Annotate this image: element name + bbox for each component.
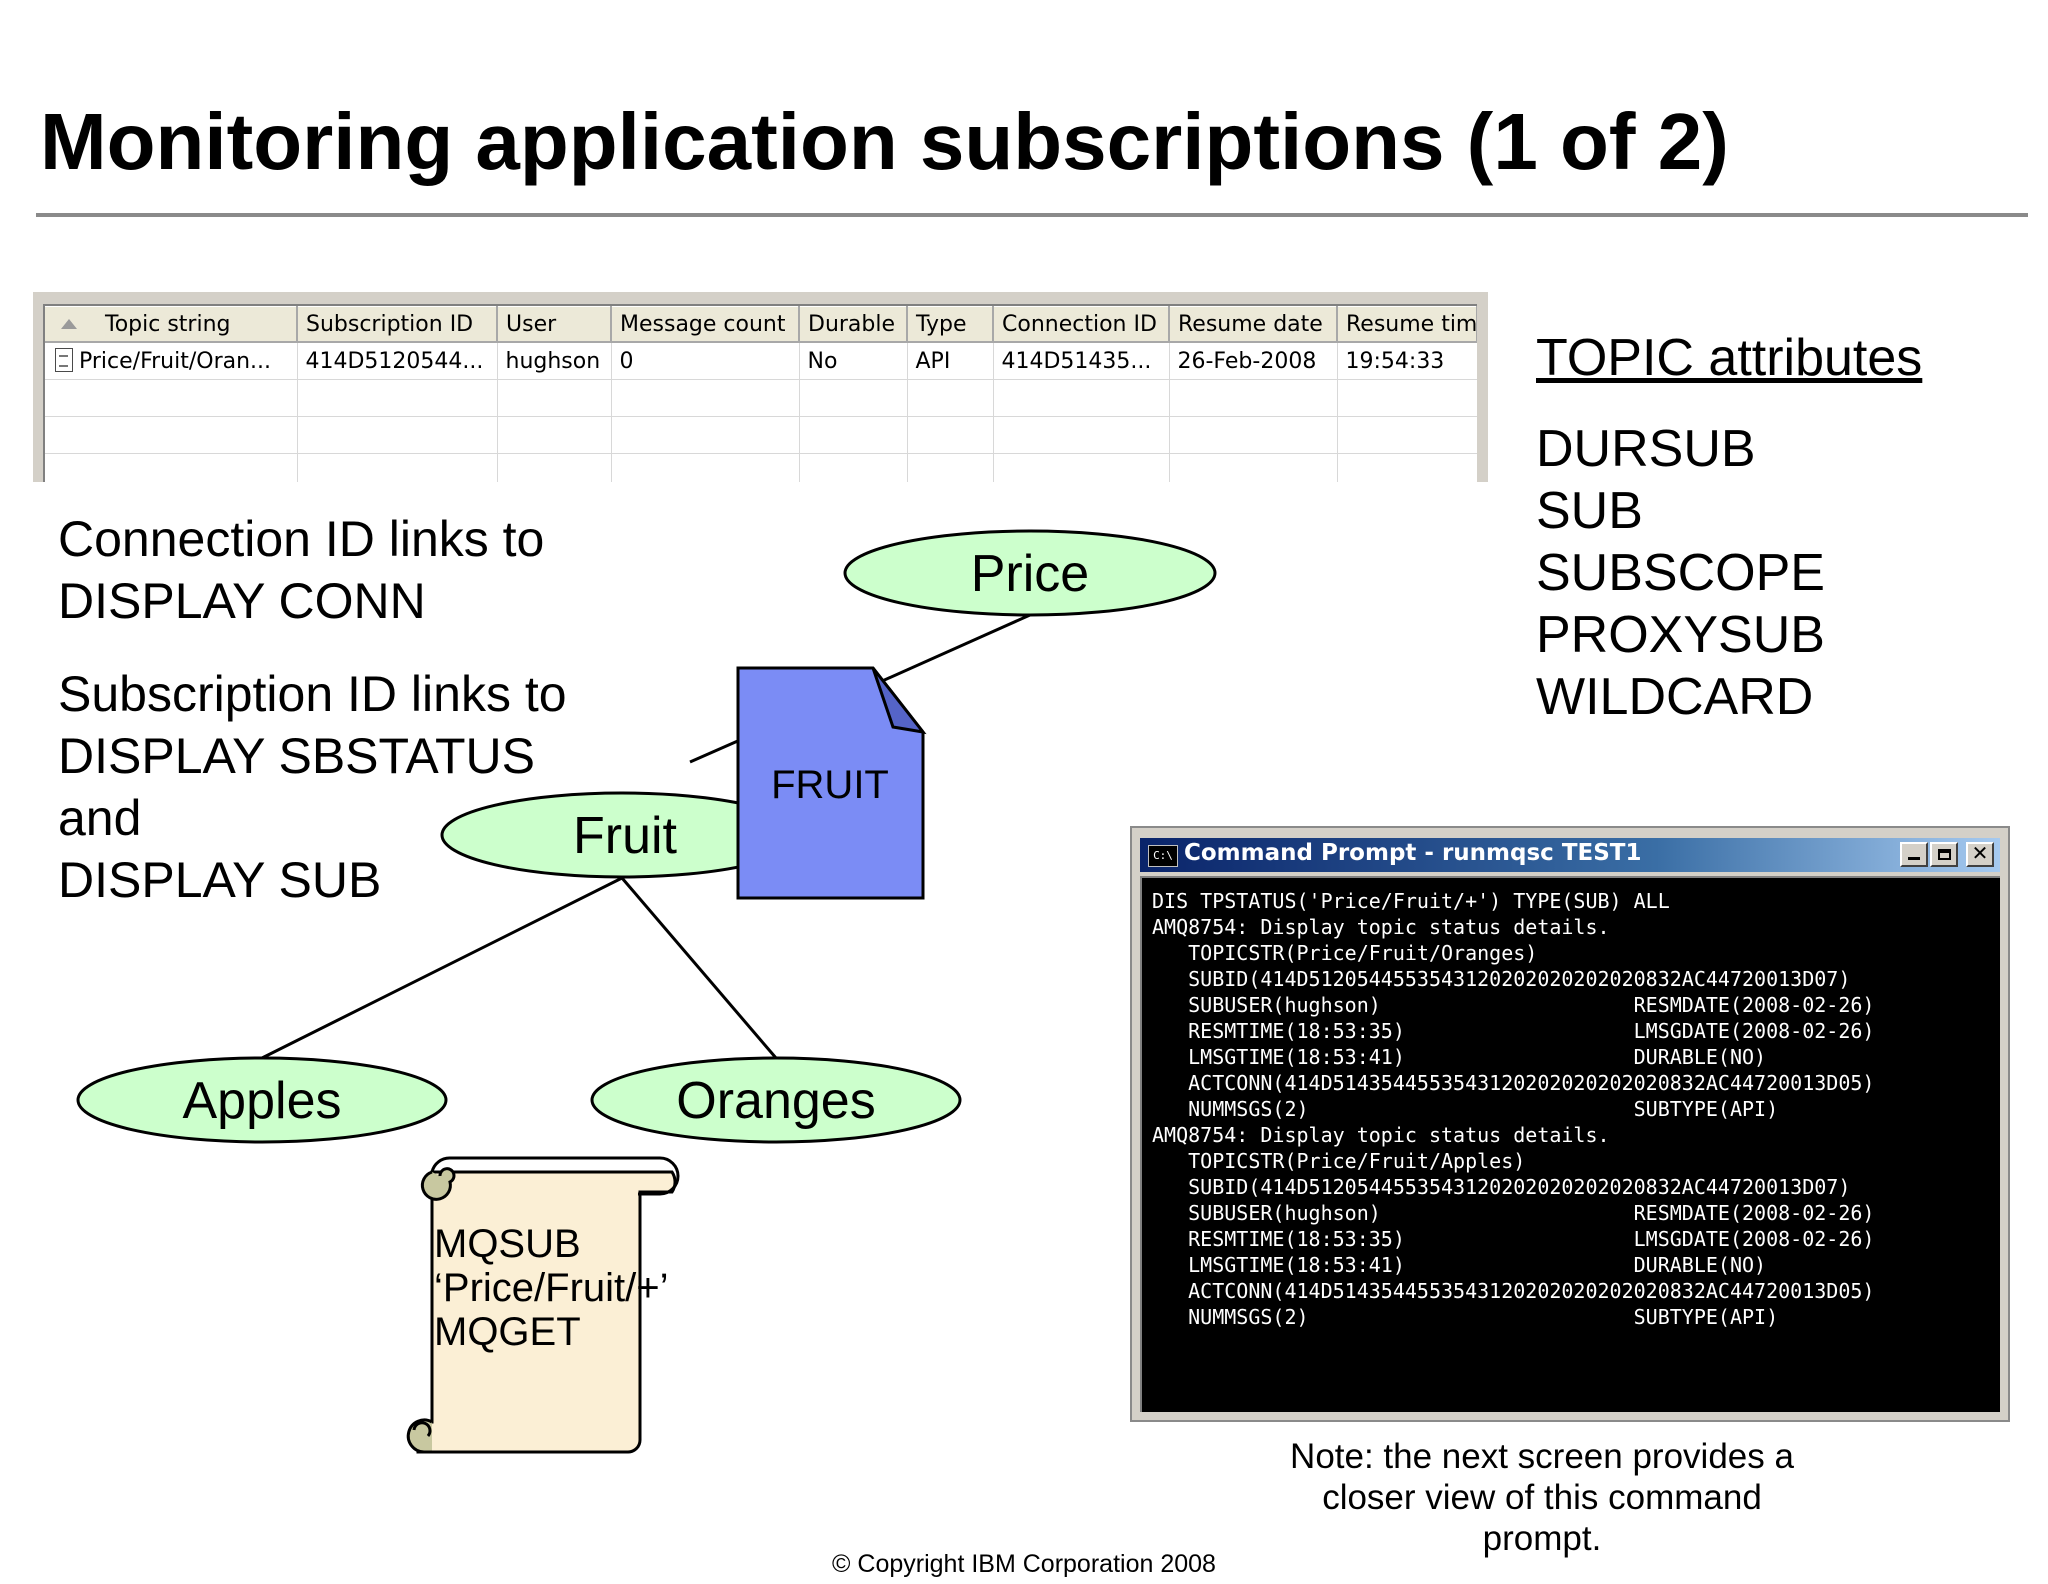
column-header-subscription-id[interactable]: Subscription ID — [297, 306, 498, 343]
close-icon: ✕ — [1971, 841, 1989, 865]
topic-attributes-list: DURSUB SUB SUBSCOPE PROXYSUB WILDCARD — [1536, 418, 1825, 728]
topic-attribute-item: SUBSCOPE — [1536, 544, 1825, 602]
topic-node-price-label: Price — [971, 545, 1089, 603]
console-line: LMSGTIME(18:53:41) DURABLE(NO) — [1188, 1253, 1767, 1277]
column-header-type[interactable]: Type — [907, 306, 994, 343]
table-row-empty — [45, 416, 1477, 454]
topic-node-price — [843, 529, 1217, 617]
sort-ascending-icon — [61, 318, 77, 329]
copyright-notice: © Copyright IBM Corporation 2008 — [832, 1550, 1216, 1578]
console-line: SUBUSER(hughson) RESMDATE(2008-02-26) — [1188, 1201, 1875, 1225]
fruit-topic-document-icon — [736, 666, 925, 900]
table-cell-topic-string: Price/Fruit/Oran... — [45, 342, 298, 380]
command-prompt-icon: C:\ — [1148, 845, 1178, 867]
command-prompt-console[interactable]: DIS TPSTATUS('Price/Fruit/+') TYPE(SUB) … — [1140, 876, 2000, 1412]
console-line: DIS TPSTATUS('Price/Fruit/+') TYPE(SUB) … — [1152, 889, 1670, 913]
column-header-connection-id[interactable]: Connection ID — [993, 306, 1170, 343]
connection-id-note: Connection ID links to DISPLAY CONN — [58, 511, 545, 629]
maximize-button[interactable] — [1930, 842, 1958, 867]
edge-price-document — [879, 613, 1031, 684]
topic-node-oranges — [590, 1056, 962, 1144]
console-line: NUMMSGS(2) SUBTYPE(API) — [1188, 1097, 1779, 1121]
topic-node-apples — [76, 1056, 448, 1144]
title-divider — [36, 213, 2028, 217]
edge-fruit-oranges — [620, 877, 778, 1059]
edge-fruit-apples — [261, 876, 623, 1060]
console-line: RESMTIME(18:53:35) LMSGDATE(2008-02-26) — [1188, 1019, 1875, 1043]
table-cell-message-count: 0 — [611, 342, 800, 380]
table-row[interactable]: Price/Fruit/Oran... 414D5120544... hughs… — [45, 342, 1477, 380]
console-line: TOPICSTR(Price/Fruit/Apples) — [1188, 1149, 1526, 1173]
subscriptions-table-viewport: Topic string Subscription ID User Messag… — [43, 304, 1477, 482]
table-cell-resume-time: 19:54:33 — [1337, 342, 1477, 380]
command-prompt-titlebar[interactable]: C:\ Command Prompt - runmqsc TEST1 ✕ — [1140, 838, 2000, 872]
edge-document-fruit — [689, 738, 741, 764]
table-row-empty — [45, 453, 1477, 482]
subscriptions-table: Topic string Subscription ID User Messag… — [45, 306, 1477, 482]
topic-attribute-item: PROXYSUB — [1536, 606, 1825, 664]
table-cell-connection-id: 414D51435... — [993, 342, 1170, 380]
close-button[interactable]: ✕ — [1966, 842, 1994, 867]
table-cell-subscription-id: 414D5120544... — [297, 342, 498, 380]
column-header-resume-date[interactable]: Resume date — [1169, 306, 1338, 343]
subscription-document-icon — [55, 348, 73, 372]
topic-node-oranges-label: Oranges — [676, 1072, 875, 1130]
console-line: ACTCONN(414D5143544553543120202020202020… — [1188, 1279, 1875, 1303]
topic-attributes-heading: TOPIC attributes — [1536, 329, 1923, 387]
topic-attribute-item: DURSUB — [1536, 420, 1756, 478]
topic-attribute-item: WILDCARD — [1536, 668, 1814, 726]
console-line: SUBUSER(hughson) RESMDATE(2008-02-26) — [1188, 993, 1875, 1017]
command-prompt-title: Command Prompt - runmqsc TEST1 — [1184, 840, 1642, 866]
table-header-row: Topic string Subscription ID User Messag… — [45, 306, 1477, 343]
table-cell-type: API — [907, 342, 994, 380]
minimize-icon — [1908, 857, 1920, 860]
console-line: LMSGTIME(18:53:41) DURABLE(NO) — [1188, 1045, 1767, 1069]
console-output: DIS TPSTATUS('Price/Fruit/+') TYPE(SUB) … — [1152, 888, 2000, 1330]
subscriptions-table-panel: Topic string Subscription ID User Messag… — [33, 292, 1488, 482]
table-cell-user: hughson — [497, 342, 612, 380]
topic-attribute-item: SUB — [1536, 482, 1643, 540]
next-screen-note: Note: the next screen provides a closer … — [1290, 1437, 1794, 1558]
console-line: SUBID(414D512054455354312020202020202083… — [1188, 1175, 1851, 1199]
command-prompt-window[interactable]: C:\ Command Prompt - runmqsc TEST1 ✕ DIS… — [1130, 826, 2010, 1422]
column-header-topic-string[interactable]: Topic string — [45, 306, 298, 343]
console-line: NUMMSGS(2) SUBTYPE(API) — [1188, 1305, 1779, 1329]
console-line: AMQ8754: Display topic status details. — [1152, 915, 1610, 939]
console-line: ACTCONN(414D5143544553543120202020202020… — [1188, 1071, 1875, 1095]
document-folded-corner — [871, 667, 927, 735]
maximize-icon — [1937, 849, 1951, 860]
table-row-empty — [45, 379, 1477, 417]
column-header-durable[interactable]: Durable — [799, 306, 908, 343]
application-code-snippet: MQSUB ‘Price/Fruit/+’ MQGET — [434, 1222, 669, 1354]
fruit-document-label: FRUIT — [771, 763, 889, 807]
application-scroll-icon — [406, 1156, 680, 1454]
minimize-button[interactable] — [1900, 842, 1928, 867]
column-header-resume-time[interactable]: Resume time — [1337, 306, 1477, 343]
table-cell-durable: No — [799, 342, 908, 380]
column-header-user[interactable]: User — [497, 306, 612, 343]
topic-node-fruit-label: Fruit — [573, 807, 678, 865]
subscription-id-note: Subscription ID links to DISPLAY SBSTATU… — [58, 666, 567, 908]
console-line: RESMTIME(18:53:35) LMSGDATE(2008-02-26) — [1188, 1227, 1875, 1251]
page-title: Monitoring application subscriptions (1 … — [40, 97, 1729, 186]
console-line: AMQ8754: Display topic status details. — [1152, 1123, 1610, 1147]
console-line: TOPICSTR(Price/Fruit/Oranges) — [1188, 941, 1538, 965]
column-header-message-count[interactable]: Message count — [611, 306, 800, 343]
topic-node-apples-label: Apples — [183, 1072, 342, 1130]
console-line: SUBID(414D512054455354312020202020202083… — [1188, 967, 1851, 991]
table-cell-resume-date: 26-Feb-2008 — [1169, 342, 1338, 380]
